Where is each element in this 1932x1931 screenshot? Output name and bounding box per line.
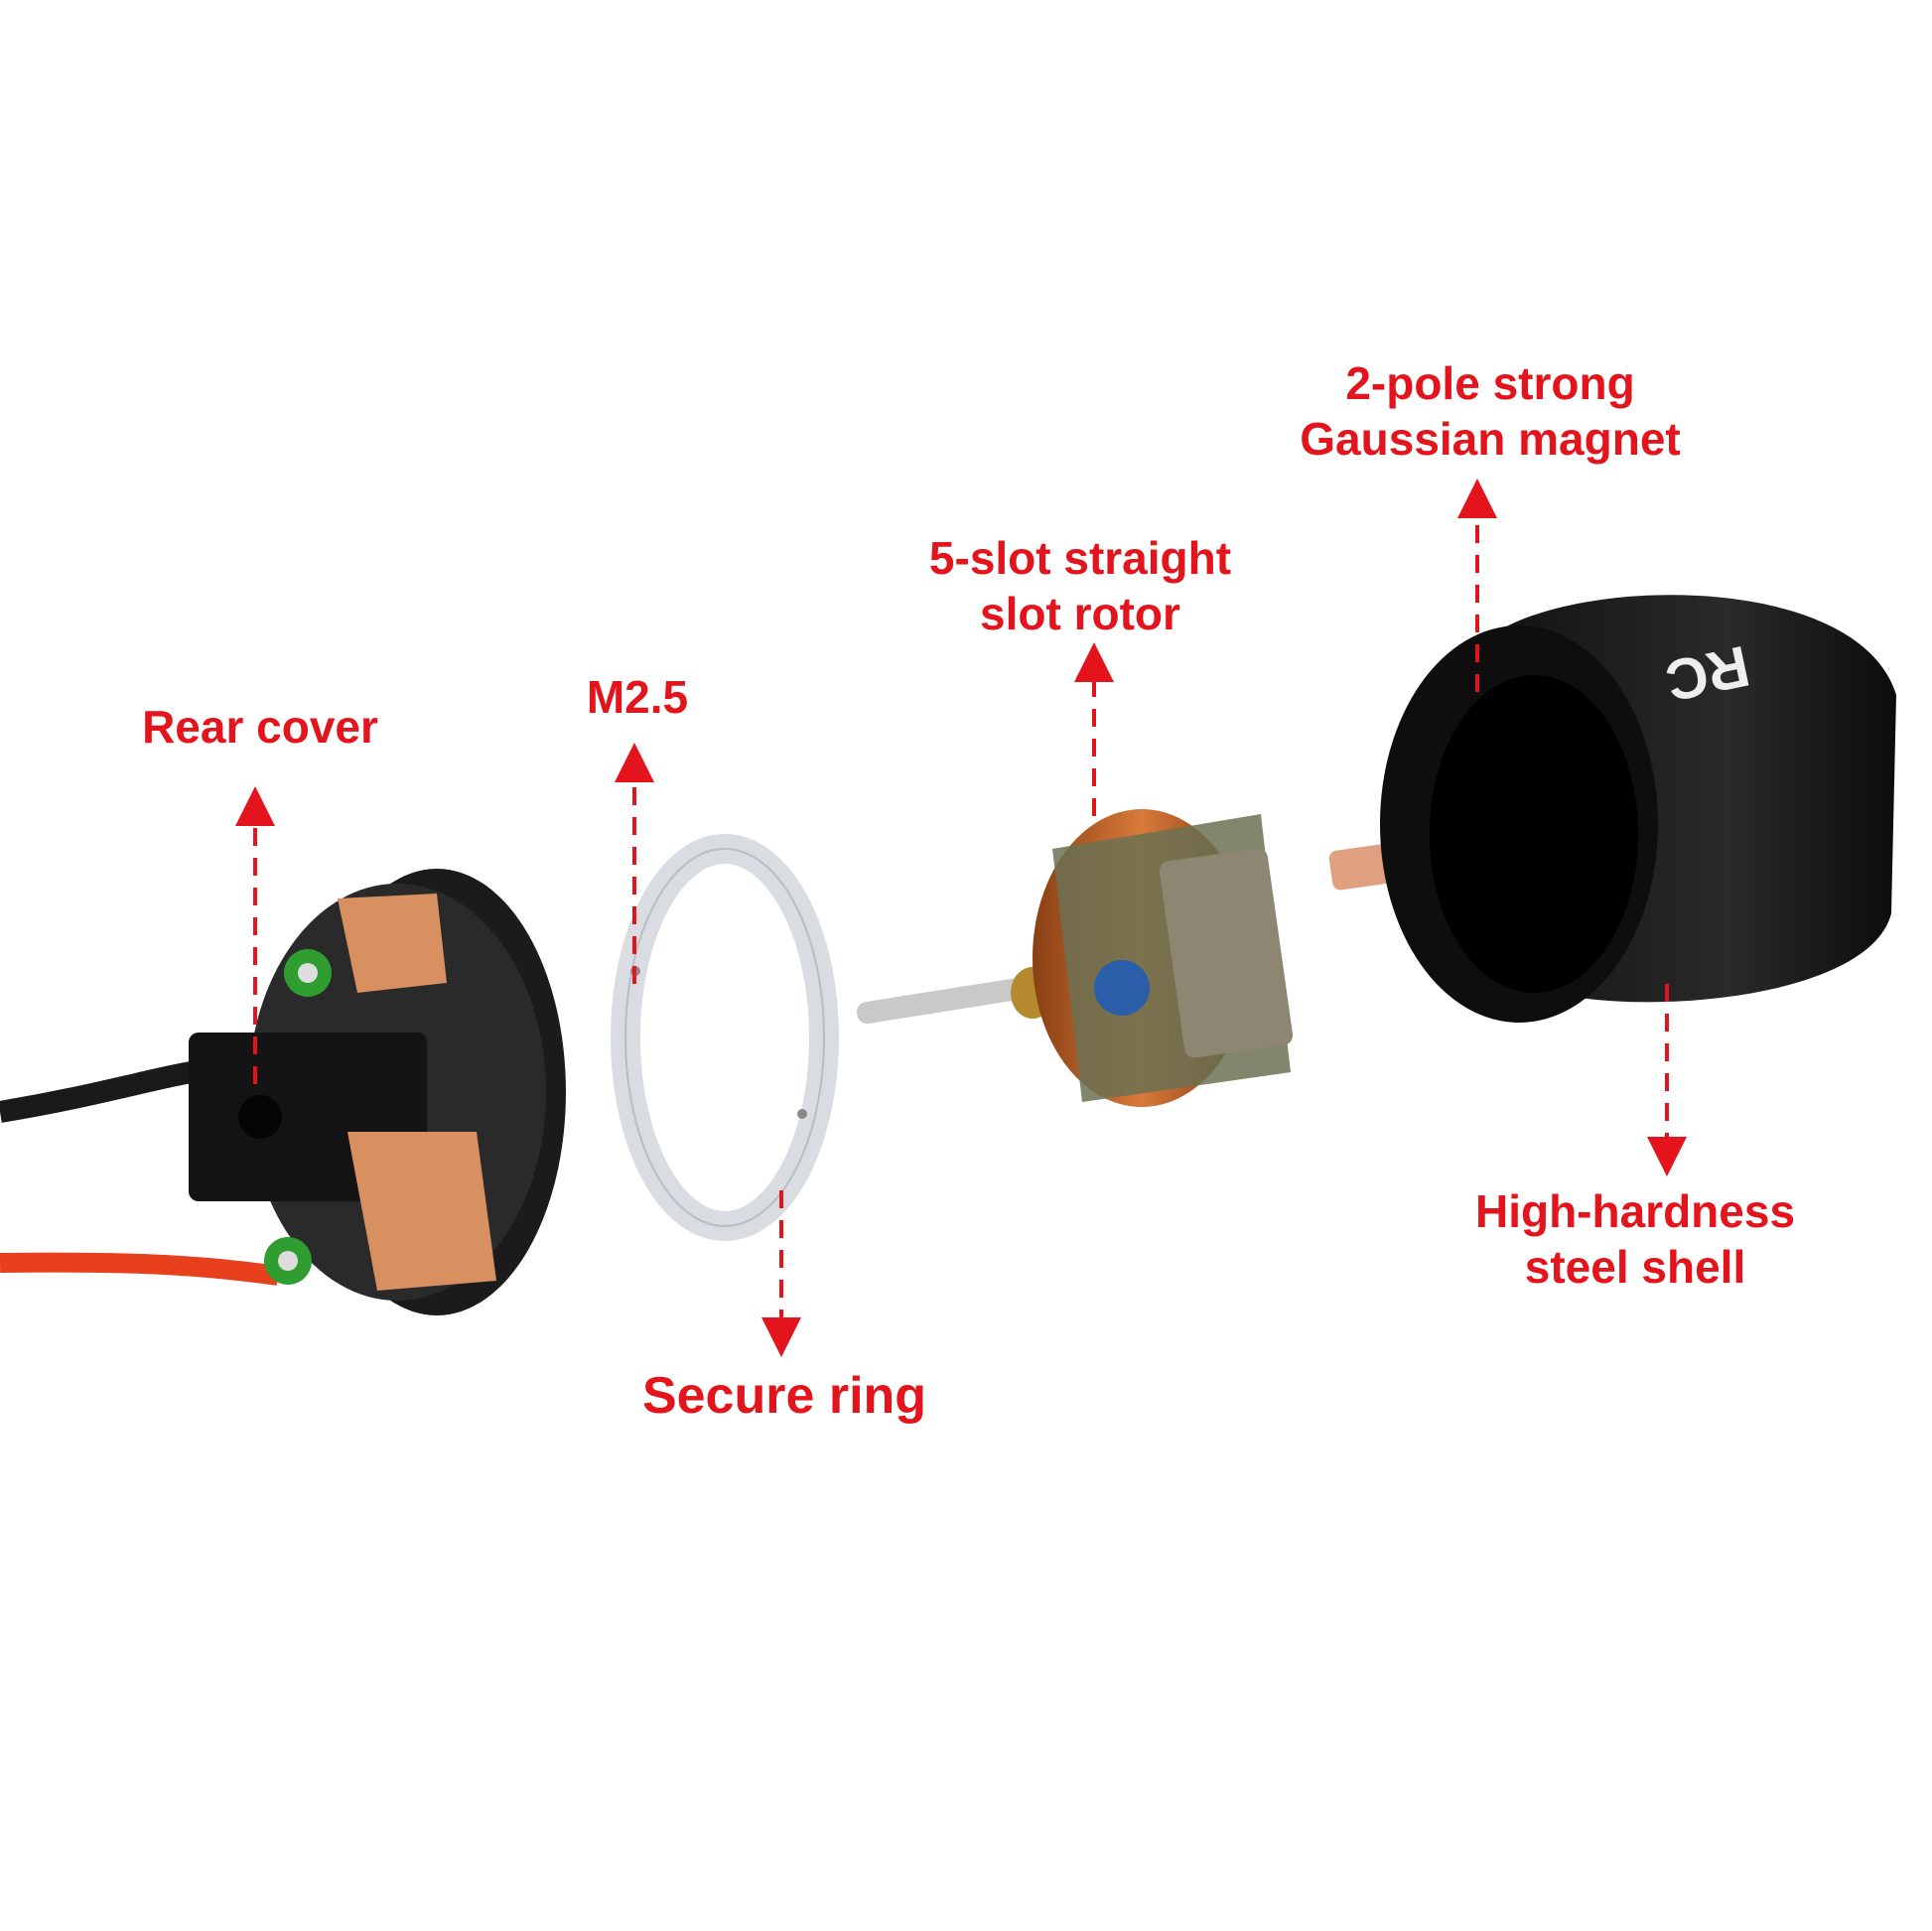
rear-cover bbox=[189, 869, 566, 1315]
label-rotor: 5-slot straight slot rotor bbox=[929, 530, 1231, 641]
label-rotor-line1: 5-slot straight bbox=[928, 532, 1232, 584]
secure-ring bbox=[611, 834, 839, 1241]
label-shell-line2: steel shell bbox=[1524, 1241, 1746, 1293]
label-rotor-line2: slot rotor bbox=[980, 588, 1180, 639]
label-magnet-line1: 2-pole strong bbox=[1345, 357, 1635, 409]
label-rear-cover: Rear cover bbox=[142, 701, 378, 753]
label-shell-line1: High-hardness bbox=[1474, 1185, 1796, 1237]
label-magnet: 2-pole strong Gaussian magnet bbox=[1300, 355, 1680, 467]
steel-shell: RC bbox=[1380, 595, 1896, 1023]
label-magnet-line2: Gaussian magnet bbox=[1300, 413, 1681, 465]
leader-arrows bbox=[235, 479, 1687, 1357]
label-m25: M2.5 bbox=[586, 671, 689, 723]
label-secure-ring: Secure ring bbox=[641, 1367, 927, 1425]
rotor bbox=[856, 809, 1450, 1107]
label-shell: High-hardness steel shell bbox=[1475, 1183, 1795, 1295]
